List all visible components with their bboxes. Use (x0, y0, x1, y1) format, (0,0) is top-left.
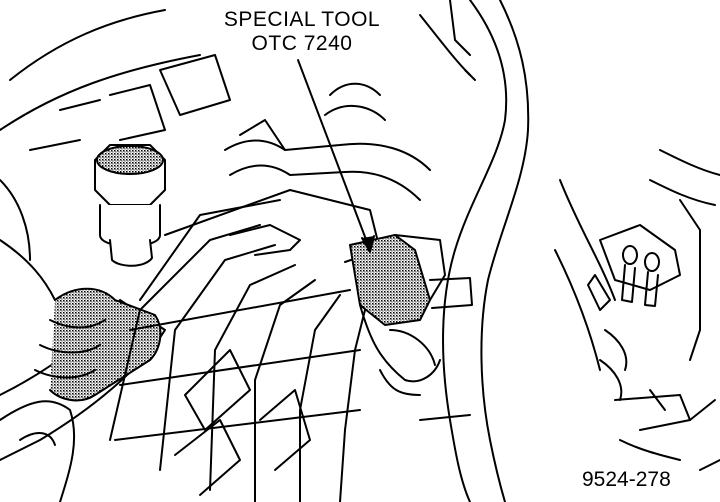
callout-leader (297, 59, 371, 251)
fan-shroud (109, 189, 381, 502)
tube-bracket (224, 82, 431, 201)
right-connector (554, 149, 720, 471)
callout-line-1: SPECIAL TOOL (223, 8, 381, 31)
ac-hose (0, 287, 166, 502)
radiator-edge (419, 0, 530, 502)
special-tool-callout: SPECIAL TOOL OTC 7240 (222, 8, 382, 56)
background-panel (0, 9, 231, 301)
service-port-cap (94, 144, 166, 267)
callout-line-2: OTC 7240 (251, 32, 353, 55)
special-tool (349, 234, 473, 396)
figure-number: 9524-278 (582, 468, 671, 491)
